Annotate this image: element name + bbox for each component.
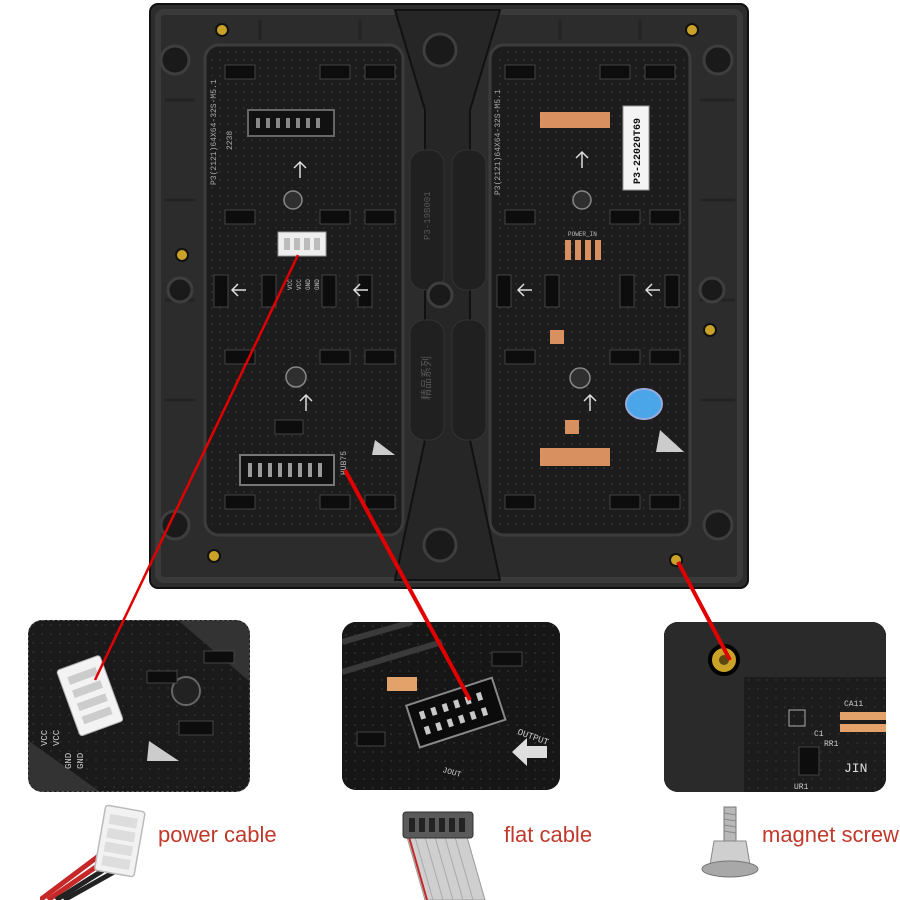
screw-boss — [698, 276, 726, 304]
screw-boss — [422, 32, 458, 68]
hub-label: HUB75 — [340, 451, 349, 475]
pin-label: GND — [76, 753, 86, 769]
ref-label: UR1 — [794, 783, 809, 792]
pcb-left-text: P3(2121)64X64-32S-M5.1 — [210, 79, 219, 185]
screw-boss — [159, 509, 191, 541]
center-text-2: 精品系列 — [419, 356, 434, 400]
pcb-right-text: P3(2121)64X64-32S-M5.1 — [494, 89, 503, 195]
caption-flat-cable: flat cable — [504, 822, 593, 847]
pin-label: VCC — [40, 729, 50, 746]
led-module-photo: P3-19B001 精品系列 — [149, 3, 749, 589]
copper-pads — [540, 112, 610, 466]
ref-label: CA11 — [844, 700, 863, 709]
flat-cable-icon — [402, 811, 486, 900]
power-cable-icon — [40, 804, 146, 900]
ref-label: C1 — [814, 730, 824, 739]
svg-text:VCC: VCC — [287, 279, 294, 290]
caption-magnet-screw: magnet screw — [762, 822, 899, 847]
magnet-screw-icon — [701, 806, 759, 878]
screw-boss — [422, 527, 458, 563]
screw-boss — [426, 281, 454, 309]
detail-hub-connector: OUTPUT JOUT — [342, 622, 560, 790]
screw-boss — [159, 44, 191, 76]
svg-text:GND: GND — [305, 279, 312, 290]
center-text: P3-19B001 — [423, 191, 433, 240]
detail-power-connector: VCC VCC GND GND — [28, 620, 250, 792]
pin-label: GND — [64, 753, 74, 769]
label-sticker-text: P3-22020T69 — [633, 118, 644, 184]
pin-label: VCC — [52, 729, 62, 746]
screw-boss — [702, 44, 734, 76]
date-code: 2238 — [226, 131, 235, 150]
label-sticker — [622, 105, 650, 191]
detail-magnet-screw: CA11 C1 RR1 UR1 JIN — [664, 622, 886, 792]
power-in-label: POWER_IN — [568, 231, 597, 238]
ref-label: RR1 — [824, 740, 839, 749]
svg-text:VCC: VCC — [296, 279, 303, 290]
svg-text:GND: GND — [314, 279, 321, 290]
caption-power-cable: power cable — [158, 822, 277, 847]
hologram-sticker — [625, 388, 663, 420]
hub-connector-top-left — [247, 109, 335, 137]
screw-boss — [702, 509, 734, 541]
screw-boss — [166, 276, 194, 304]
jin-label: JIN — [844, 761, 867, 776]
